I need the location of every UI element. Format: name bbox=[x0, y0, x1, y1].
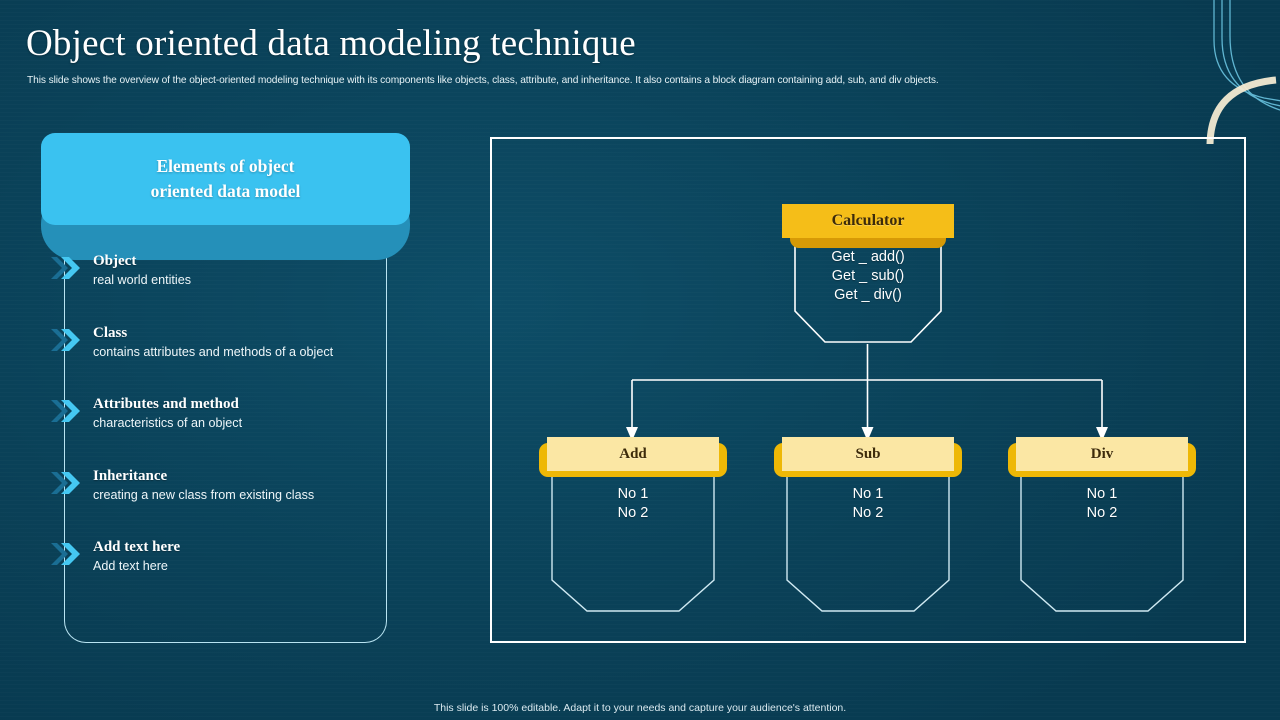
list-item-desc: real world entities bbox=[93, 273, 191, 287]
corner-arc-decoration bbox=[1206, 0, 1280, 144]
elements-list: Object real world entities Class contain… bbox=[41, 253, 411, 611]
page-subtitle: This slide shows the overview of the obj… bbox=[27, 75, 939, 86]
div-body-outline bbox=[1020, 471, 1184, 612]
add-title: Add bbox=[619, 445, 647, 462]
list-item[interactable]: Inheritance creating a new class from ex… bbox=[41, 468, 411, 540]
list-item[interactable]: Object real world entities bbox=[41, 253, 411, 325]
add-body: No 1 No 2 bbox=[617, 486, 649, 521]
page-title: Object oriented data modeling technique bbox=[26, 23, 636, 64]
list-item-desc: characteristics of an object bbox=[93, 416, 243, 430]
list-item-title: Attributes and method bbox=[93, 396, 239, 412]
calculator-title: Calculator bbox=[831, 212, 905, 229]
list-item[interactable]: Add text here Add text here bbox=[41, 539, 411, 611]
chevron-right-icon bbox=[51, 471, 80, 494]
sub-body: No 1 No 2 bbox=[852, 486, 884, 521]
chevron-right-icon bbox=[51, 543, 80, 565]
node-add[interactable]: Add No 1 No 2 bbox=[539, 437, 727, 612]
add-header: Add bbox=[547, 437, 719, 471]
list-item-title: Object bbox=[93, 253, 137, 269]
chevron-right-icon bbox=[51, 400, 80, 422]
div-body: No 1 No 2 bbox=[1086, 486, 1118, 521]
calculator-body-outline bbox=[794, 238, 942, 343]
elements-panel: Elements of object oriented data model O… bbox=[41, 133, 411, 643]
list-item-desc: Add text here bbox=[93, 559, 168, 573]
diagram-connectors bbox=[626, 344, 1108, 441]
list-item-title: Class bbox=[93, 324, 128, 341]
elements-header-label: Elements of object oriented data model bbox=[150, 156, 301, 201]
node-div[interactable]: Div No 1 No 2 bbox=[1008, 437, 1196, 612]
chevron-right-icon bbox=[51, 328, 80, 351]
list-item-desc: creating a new class from existing class bbox=[93, 487, 315, 502]
div-title: Div bbox=[1090, 445, 1114, 462]
node-sub[interactable]: Sub No 1 No 2 bbox=[774, 437, 962, 612]
list-item-desc: contains attributes and methods of a obj… bbox=[93, 344, 334, 359]
node-calculator[interactable]: Calculator Get _ add() Get _ sub() Get _… bbox=[782, 204, 954, 343]
sub-title: Sub bbox=[855, 445, 881, 462]
calculator-header: Calculator bbox=[782, 204, 954, 238]
list-item[interactable]: Attributes and method characteristics of… bbox=[41, 396, 411, 468]
elements-header: Elements of object oriented data model bbox=[41, 133, 410, 225]
sub-body-outline bbox=[786, 471, 950, 612]
list-item-title: Add text here bbox=[93, 539, 181, 555]
list-item-title: Inheritance bbox=[93, 467, 168, 484]
list-item[interactable]: Class contains attributes and methods of… bbox=[41, 325, 411, 397]
slide-footer: This slide is 100% editable. Adapt it to… bbox=[433, 702, 847, 714]
calculator-methods: Get _ add() Get _ sub() Get _ div() bbox=[831, 249, 905, 303]
elements-panel-outline bbox=[64, 208, 387, 643]
div-header: Div bbox=[1016, 437, 1188, 471]
add-body-outline bbox=[551, 471, 715, 612]
sub-header: Sub bbox=[782, 437, 954, 471]
block-diagram-panel: Calculator Get _ add() Get _ sub() Get _… bbox=[490, 137, 1246, 643]
chevron-right-icon bbox=[51, 257, 80, 279]
